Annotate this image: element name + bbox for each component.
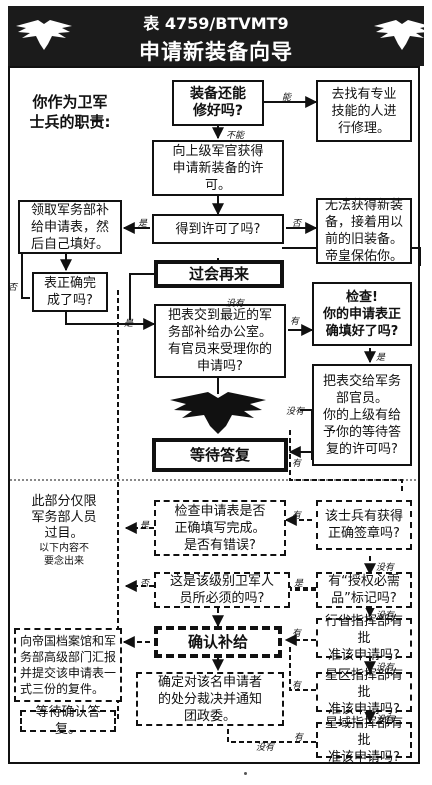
answer-no: 否 [292,219,302,229]
come-back-later-box: 过会再来 [154,260,284,288]
header-banner: 表 4759/BTVMT9 申请新装备向导 [8,6,430,66]
answer-none: 没有 [226,299,245,309]
answer-none: 没有 [376,663,395,673]
duty-heading: 你作为卫军 士兵的职责: [29,93,111,131]
no-new-gear-box: 无法获得新装 备，接着用以 前的旧装备。 帝皇保佑你。 [316,198,412,264]
answer-has: 有 [290,317,300,327]
required-rank-box: 这是该级别卫军人 员所必须的吗? [154,572,290,608]
restricted-note: 此部分仅限 军务部人员 过目。 以下内容不 要念出来 [14,494,114,568]
answer-none: 没有 [256,743,275,753]
eagle-emblem [170,392,266,434]
get-form-box: 领取军务部补 给申请表，然 后自己填好。 [18,200,122,254]
authorized-mark-box: 有“授权必需 品”标记吗? [316,572,412,608]
answer-yes: 是 [294,579,304,589]
restricted-main: 此部分仅限 军务部人员 过目。 [31,494,97,541]
can-repair-box: 装备还能 修好吗? [172,80,264,126]
answer-has: 有 [294,733,304,743]
check-errors-box: 检查申请表是否 正确填写完成。 是否有错误? [154,500,286,556]
signature-box: 该士兵有获得 正确签章吗? [316,500,412,550]
ink-dot [244,772,247,775]
answer-yes: 是 [376,353,386,363]
answer-can: 能 [282,93,292,103]
give-officer-box: 把表交给军务 部官员。 你的上级有给 予你的等待答 复的许可吗? [312,364,412,466]
confirm-supply-box: 确认补给 [154,626,282,658]
segmentum-command-box: 星域指挥部有批 准该申请吗? [316,716,412,765]
answer-no: 否 [8,283,18,293]
got-permission-box: 得到许可了吗? [152,214,284,244]
diagram-frame [8,66,420,764]
deny-notice-box: 确定对该名申请者 的处分裁决并通知 团政委。 [136,672,284,726]
answer-none: 没有 [376,611,395,621]
check-form-box: 检查! 你的申请表正 确填好了吗? [312,282,412,346]
wait-confirm-box: 等待确认答复。 [20,705,116,737]
answer-has: 有 [292,629,302,639]
form-number: 表 4759/BTVMT9 [143,14,289,33]
sector-command-box: 行省指挥部有批 准该申请吗? [316,614,412,663]
form-filled-box: 表正确完 成了吗? [32,272,108,312]
imperial-eagle-icon [374,20,430,50]
imperial-eagle-icon [16,20,72,50]
page-title: 申请新装备向导 [139,40,293,64]
answer-yes: 是 [140,521,150,531]
answer-has: 有 [292,681,302,691]
subsector-command-box: 星区指挥部有批 准该申请吗? [316,668,412,717]
answer-none: 没有 [376,715,395,725]
answer-yes: 是 [124,319,134,329]
answer-has: 有 [292,511,302,521]
answer-no: 否 [140,579,150,589]
answer-none: 没有 [286,407,305,417]
restricted-sub: 以下内容不 要念出来 [39,543,89,567]
answer-cannot: 不能 [226,131,245,141]
ask-officer-box: 向上级军官获得 申请新装备的许 可。 [152,140,284,196]
find-technician-box: 去找有专业 技能的人进 行修理。 [316,80,412,142]
submit-to-office-box: 把表交到最近的军 务部补给办公室。 有官员来受理你的 申请吗? [154,304,286,378]
await-reply-box: 等待答复 [152,438,288,472]
answer-yes: 是 [138,219,148,229]
answer-none: 没有 [376,563,395,573]
archive-report-box: 向帝国档案馆和军 务部高级部门汇报 并提交该申请表一 式三份的复件。 [14,628,122,702]
answer-has: 有 [292,459,302,469]
